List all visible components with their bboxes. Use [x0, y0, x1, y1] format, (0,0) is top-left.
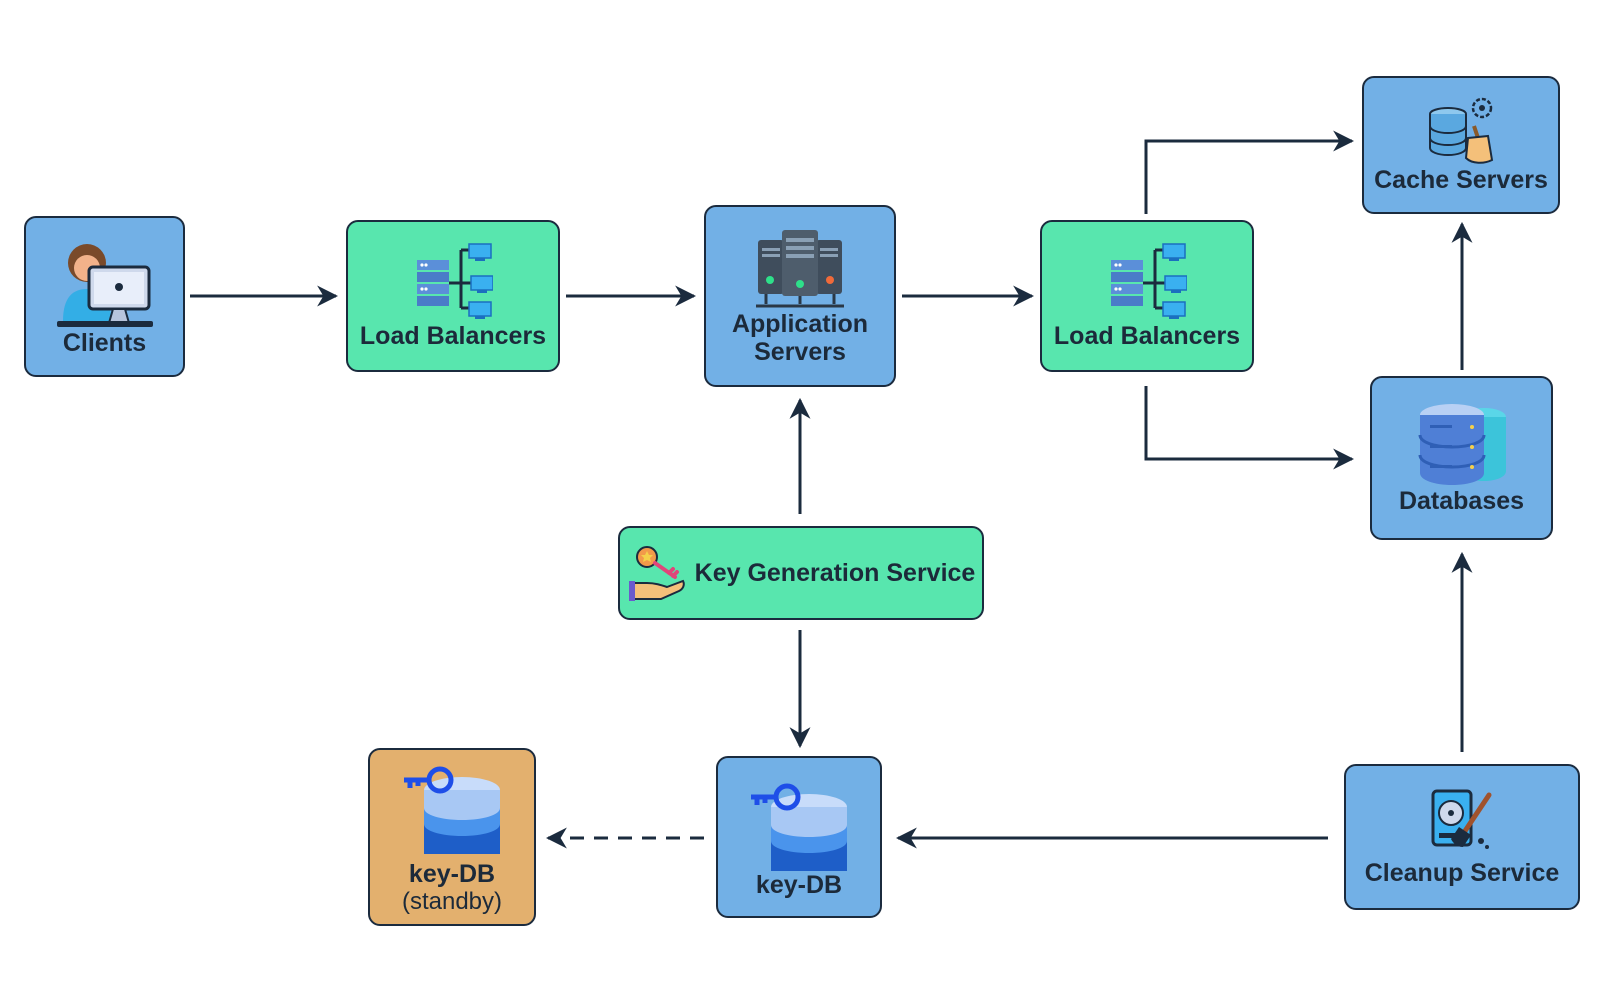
key-db-standby-node: key-DB (standby): [368, 748, 536, 926]
hand-with-key-icon: [628, 546, 685, 601]
load-balancers-node-right: Load Balancers: [1040, 220, 1254, 372]
clients-label: Clients: [62, 328, 147, 357]
arrow-lb-to-databases: [1144, 386, 1355, 470]
key-db-standby-label: key-DB: [408, 860, 496, 888]
cache-servers-node: Cache Servers: [1362, 76, 1560, 214]
key-generation-service-label: Key Generation Service: [694, 559, 976, 587]
load-balancers-label-left: Load Balancers: [359, 322, 547, 350]
load-balancer-icon: [1111, 243, 1187, 319]
application-servers-node: Application Servers: [704, 205, 896, 387]
cleanup-service-node: Cleanup Service: [1344, 764, 1580, 910]
cache-servers-label: Cache Servers: [1374, 166, 1548, 194]
key-db-node: key-DB: [716, 756, 882, 918]
key-generation-service-node: Key Generation Service: [618, 526, 984, 620]
application-servers-label-line2: Servers: [754, 338, 846, 366]
databases-node: Databases: [1370, 376, 1553, 540]
server-rack-icon: [756, 230, 844, 308]
arrow-lb-to-cache: [1144, 130, 1355, 214]
key-database-icon: [751, 783, 847, 871]
clients-node: Clients: [24, 216, 185, 377]
load-balancers-node-left: Load Balancers: [346, 220, 560, 372]
key-database-icon: [404, 766, 500, 854]
database-stack-icon: [1418, 404, 1506, 485]
user-at-computer-icon: [56, 243, 153, 327]
key-db-standby-sublabel: (standby): [401, 888, 503, 915]
load-balancer-icon: [417, 243, 493, 319]
load-balancers-label-right: Load Balancers: [1053, 322, 1241, 350]
databases-label: Databases: [1398, 487, 1525, 515]
key-db-label: key-DB: [755, 871, 843, 899]
hard-drive-brush-icon: [1431, 789, 1492, 849]
application-servers-label-line1: Application: [731, 310, 869, 338]
database-brush-icon: [1429, 97, 1494, 164]
cleanup-service-label: Cleanup Service: [1364, 859, 1560, 887]
